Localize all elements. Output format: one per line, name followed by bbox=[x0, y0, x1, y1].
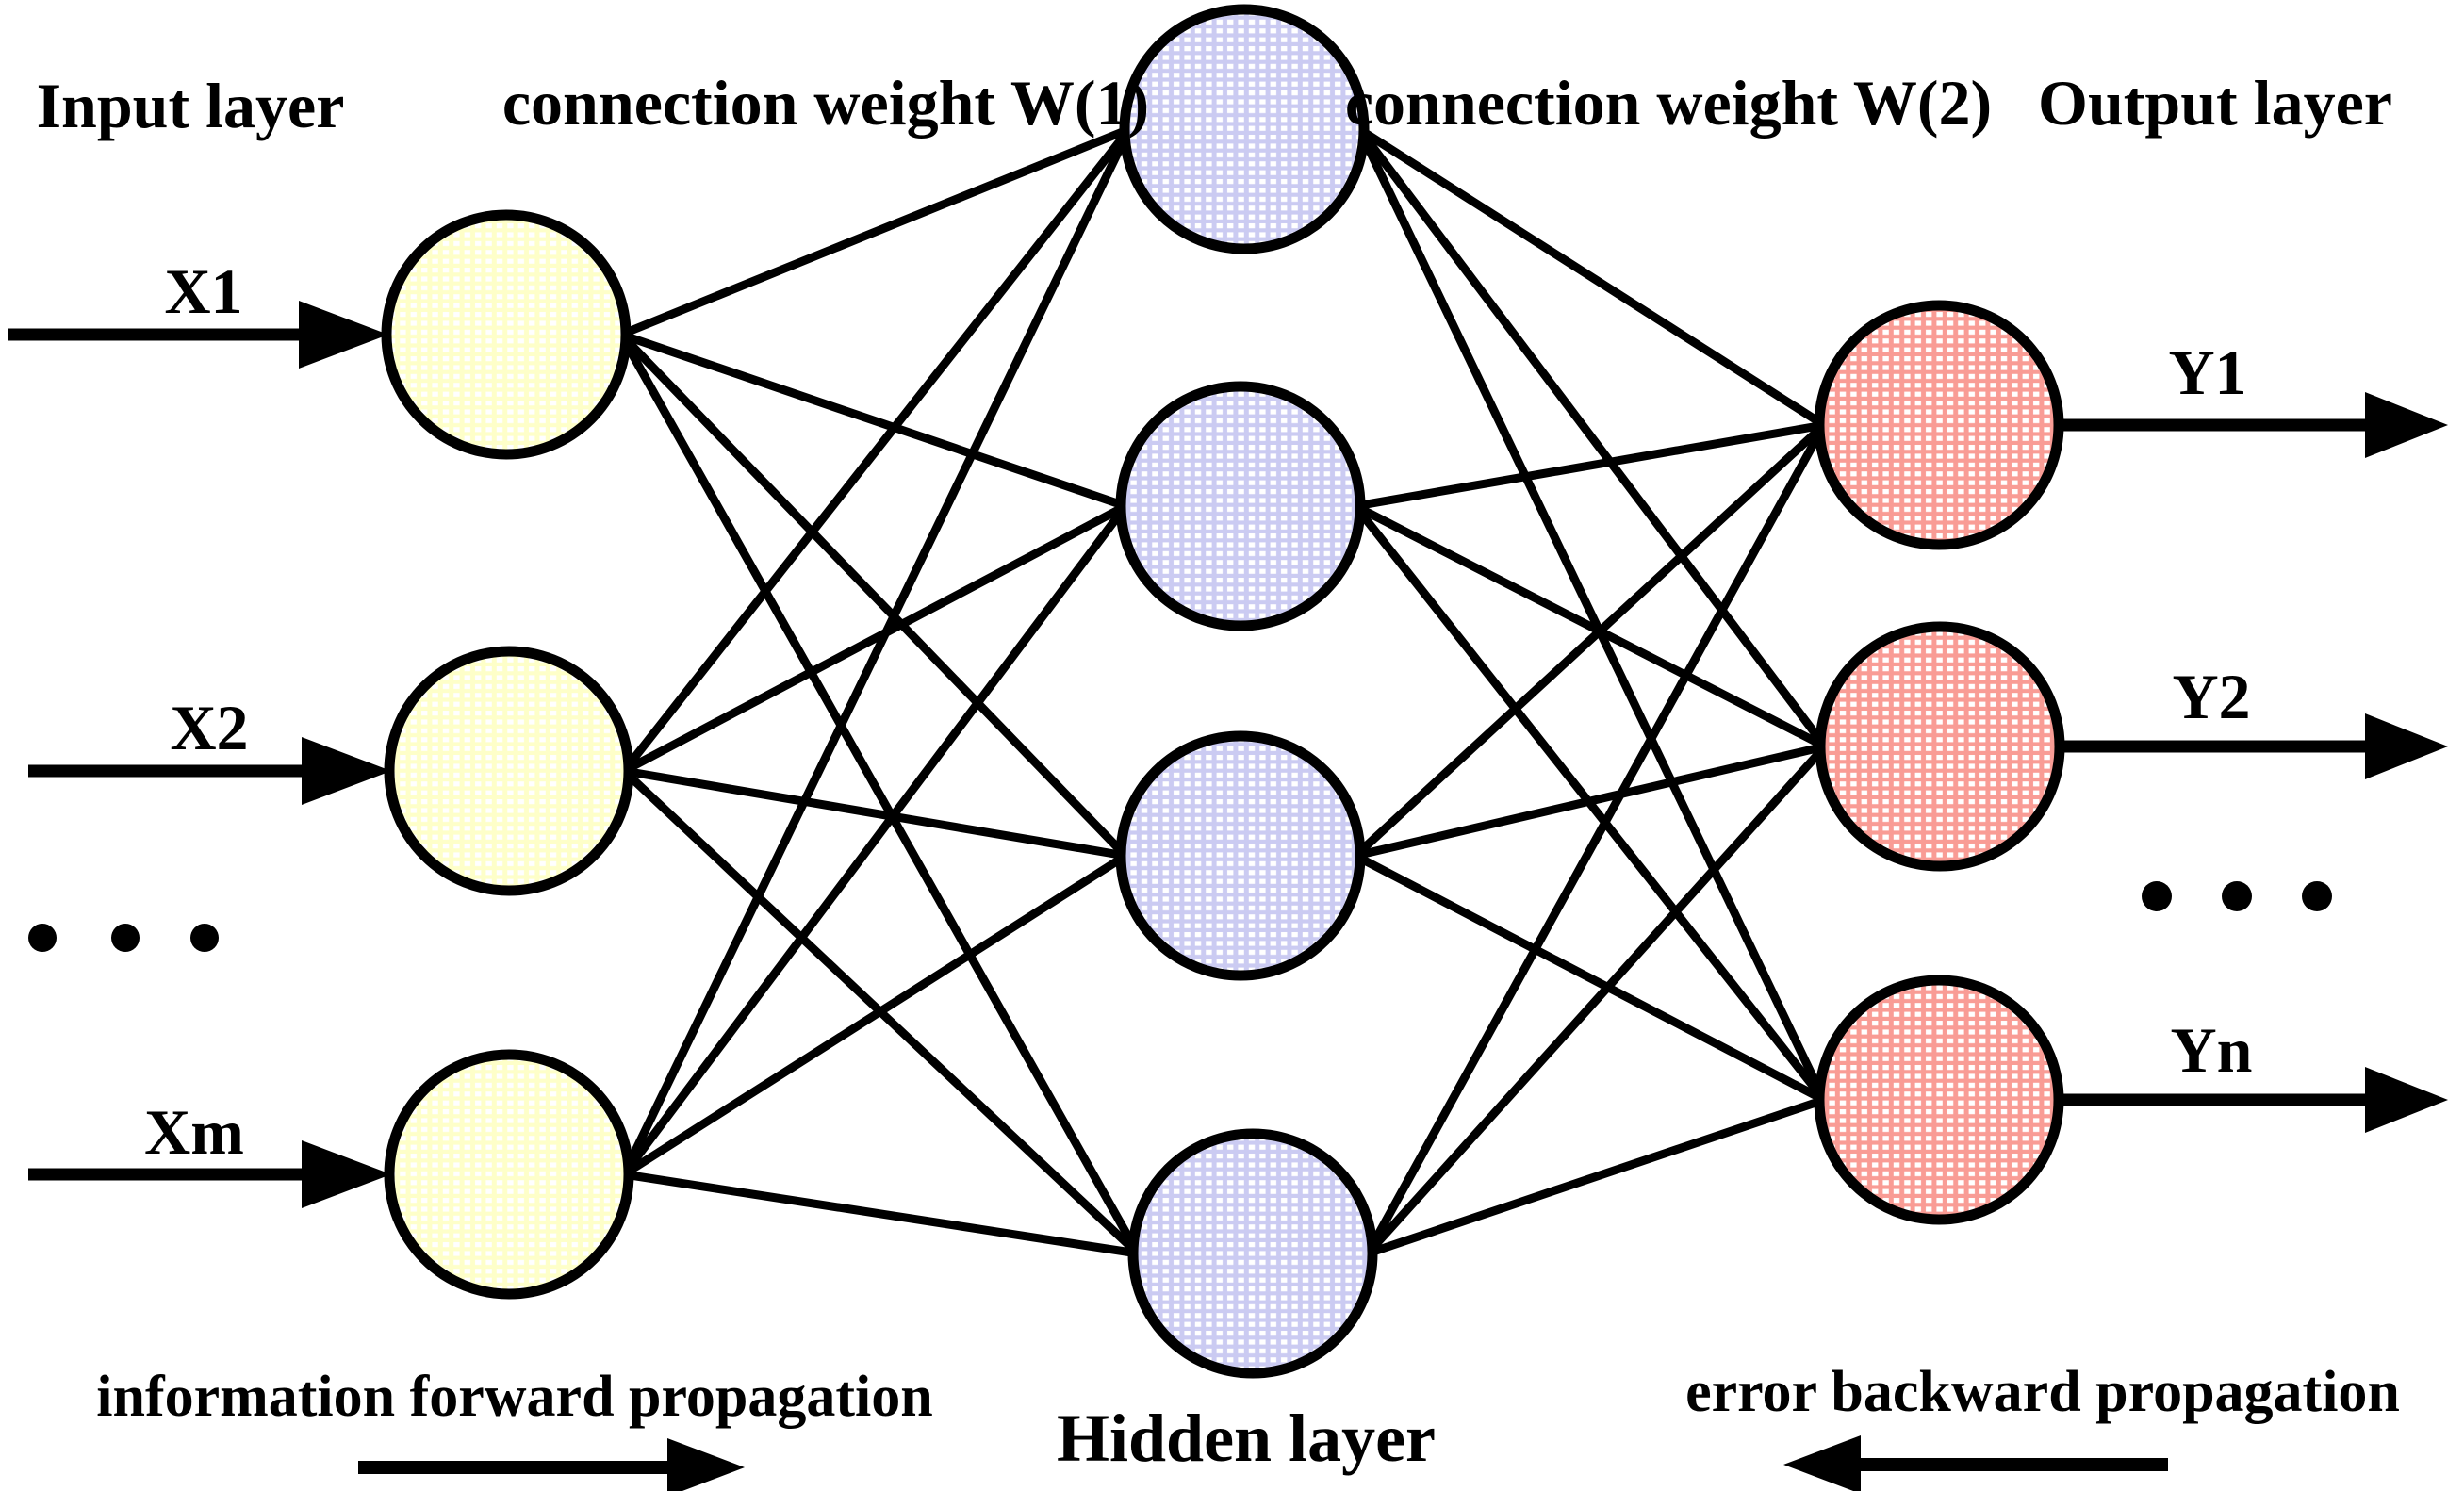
edge-input2-hidden1 bbox=[620, 126, 1133, 774]
weight1-label: connection weight W(1) bbox=[502, 67, 1149, 139]
edge-input1-hidden4 bbox=[617, 332, 1142, 1256]
edge-hidden4-output1 bbox=[1364, 422, 1828, 1256]
output-node-2 bbox=[1815, 621, 2065, 872]
edge-input3-hidden3 bbox=[621, 852, 1128, 1178]
output-ellipsis-dot-3 bbox=[2302, 881, 2332, 911]
yn-output-arrow bbox=[2061, 1067, 2448, 1133]
y1-output-arrow bbox=[2061, 392, 2448, 458]
hidden-node-1 bbox=[1119, 4, 1370, 254]
weight2-label: connection weight W(2) bbox=[1345, 67, 1992, 139]
input-ellipsis-dot-3 bbox=[190, 924, 219, 952]
x2-input-arrow bbox=[28, 737, 391, 805]
edge-input2-hidden3 bbox=[623, 766, 1126, 860]
edge-hidden2-output1 bbox=[1355, 420, 1825, 511]
edge-input1-hidden3 bbox=[617, 331, 1129, 860]
edge-input3-hidden1 bbox=[619, 127, 1134, 1176]
output-layer-label: Output layer bbox=[2038, 67, 2392, 139]
edge-hidden3-output3 bbox=[1353, 852, 1827, 1104]
output-ellipsis-dot-2 bbox=[2222, 881, 2252, 911]
edge-input3-hidden4 bbox=[623, 1170, 1139, 1258]
yn-label: Yn bbox=[2171, 1014, 2253, 1086]
output-node-3 bbox=[1814, 975, 2064, 1225]
edge-hidden1-output1 bbox=[1356, 125, 1827, 429]
edge-input2-hidden2 bbox=[621, 502, 1128, 775]
x2-label: X2 bbox=[170, 692, 248, 763]
output-node-1 bbox=[1814, 300, 2064, 550]
edge-input3-hidden2 bbox=[620, 503, 1129, 1177]
edge-hidden4-output3 bbox=[1366, 1095, 1826, 1258]
hidden-node-2 bbox=[1115, 381, 1366, 631]
x1-input-arrow bbox=[8, 301, 388, 369]
backward-label: error backward propagation bbox=[1685, 1360, 2400, 1424]
forward-propagation-arrow bbox=[358, 1438, 745, 1491]
edge-hidden1-output2 bbox=[1355, 126, 1829, 749]
input-node-2 bbox=[384, 646, 634, 896]
hidden-layer-label: Hidden layer bbox=[1057, 1401, 1436, 1476]
hidden-node-3 bbox=[1115, 730, 1366, 981]
input-ellipsis-dot-2 bbox=[111, 924, 140, 952]
edge-input1-hidden1 bbox=[619, 124, 1131, 339]
y2-output-arrow bbox=[2062, 713, 2448, 779]
input-node-1 bbox=[381, 209, 632, 460]
edge-input1-hidden2 bbox=[619, 330, 1127, 511]
hidden-node-4 bbox=[1127, 1128, 1378, 1379]
input-layer-label: Input layer bbox=[37, 70, 345, 141]
xm-label: Xm bbox=[144, 1096, 244, 1168]
edge-hidden3-output2 bbox=[1354, 742, 1827, 860]
input-ellipsis-dot-1 bbox=[28, 924, 57, 952]
y1-label: Y1 bbox=[2168, 336, 2246, 408]
x1-label: X1 bbox=[164, 255, 242, 327]
forward-label: information forward propagation bbox=[96, 1365, 933, 1429]
edges bbox=[617, 124, 1829, 1258]
edge-hidden1-output3 bbox=[1355, 127, 1829, 1102]
edge-hidden4-output2 bbox=[1364, 743, 1829, 1257]
edge-hidden2-output2 bbox=[1353, 501, 1828, 751]
output-ellipsis-dot-1 bbox=[2142, 881, 2172, 911]
edge-hidden3-output1 bbox=[1352, 421, 1828, 860]
xm-input-arrow bbox=[28, 1140, 391, 1208]
backward-propagation-arrow bbox=[1783, 1435, 2168, 1491]
y2-label: Y2 bbox=[2172, 661, 2250, 732]
input-node-3 bbox=[384, 1049, 634, 1300]
